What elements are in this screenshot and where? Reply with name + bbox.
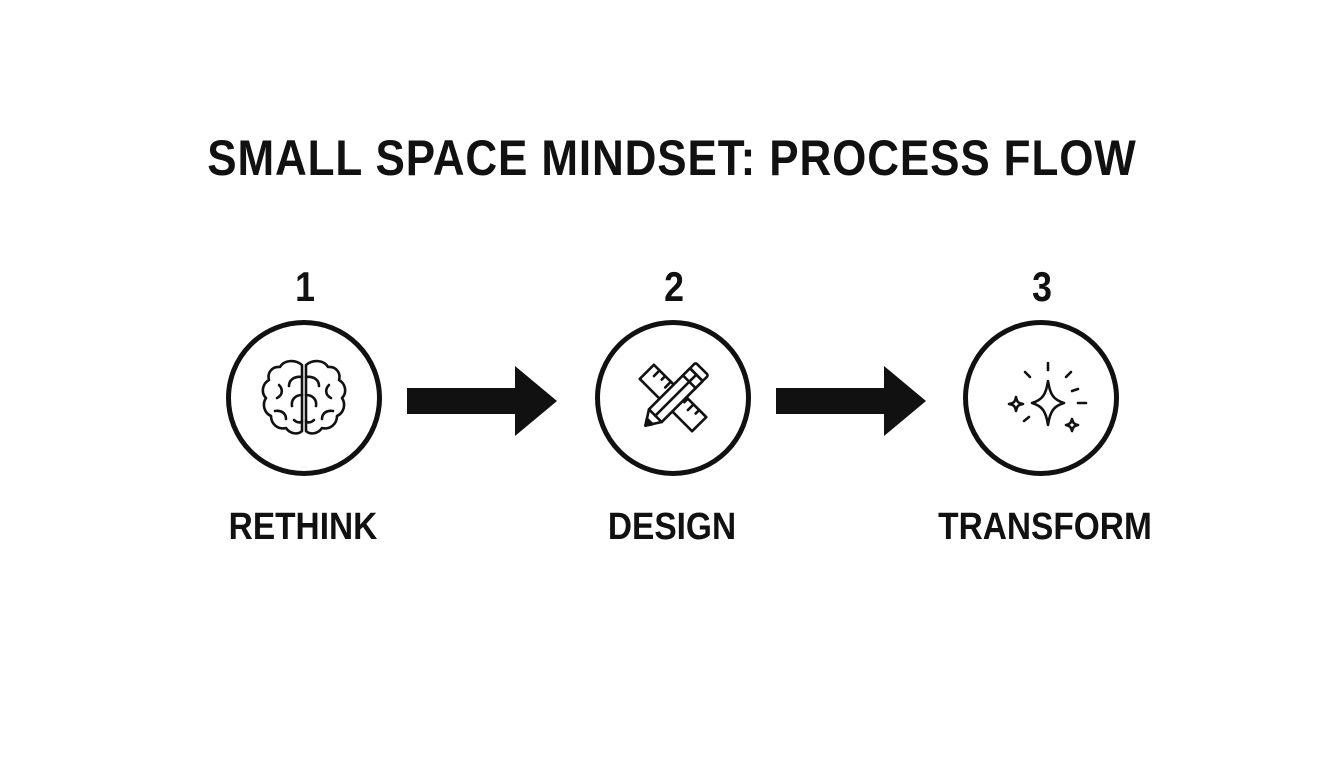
arrow-right-icon	[776, 366, 926, 436]
pencil-ruler-icon	[638, 362, 709, 433]
step-2-circle	[595, 320, 751, 476]
step-2-number: 2	[664, 263, 684, 310]
step-1-number: 1	[295, 263, 315, 310]
arrow-right-icon	[407, 366, 557, 436]
page-title: SMALL SPACE MINDSET: PROCESS FLOW	[207, 130, 1137, 186]
brain-icon	[261, 359, 347, 435]
step-1-label: RETHINK	[228, 506, 378, 548]
step-1-circle	[226, 320, 382, 476]
sparkles-icon	[1007, 361, 1088, 433]
step-2-label: DESIGN	[607, 506, 737, 548]
step-3-circle	[963, 320, 1119, 476]
step-3-label: TRANSFORM	[938, 506, 1152, 548]
step-3-number: 3	[1032, 263, 1052, 310]
